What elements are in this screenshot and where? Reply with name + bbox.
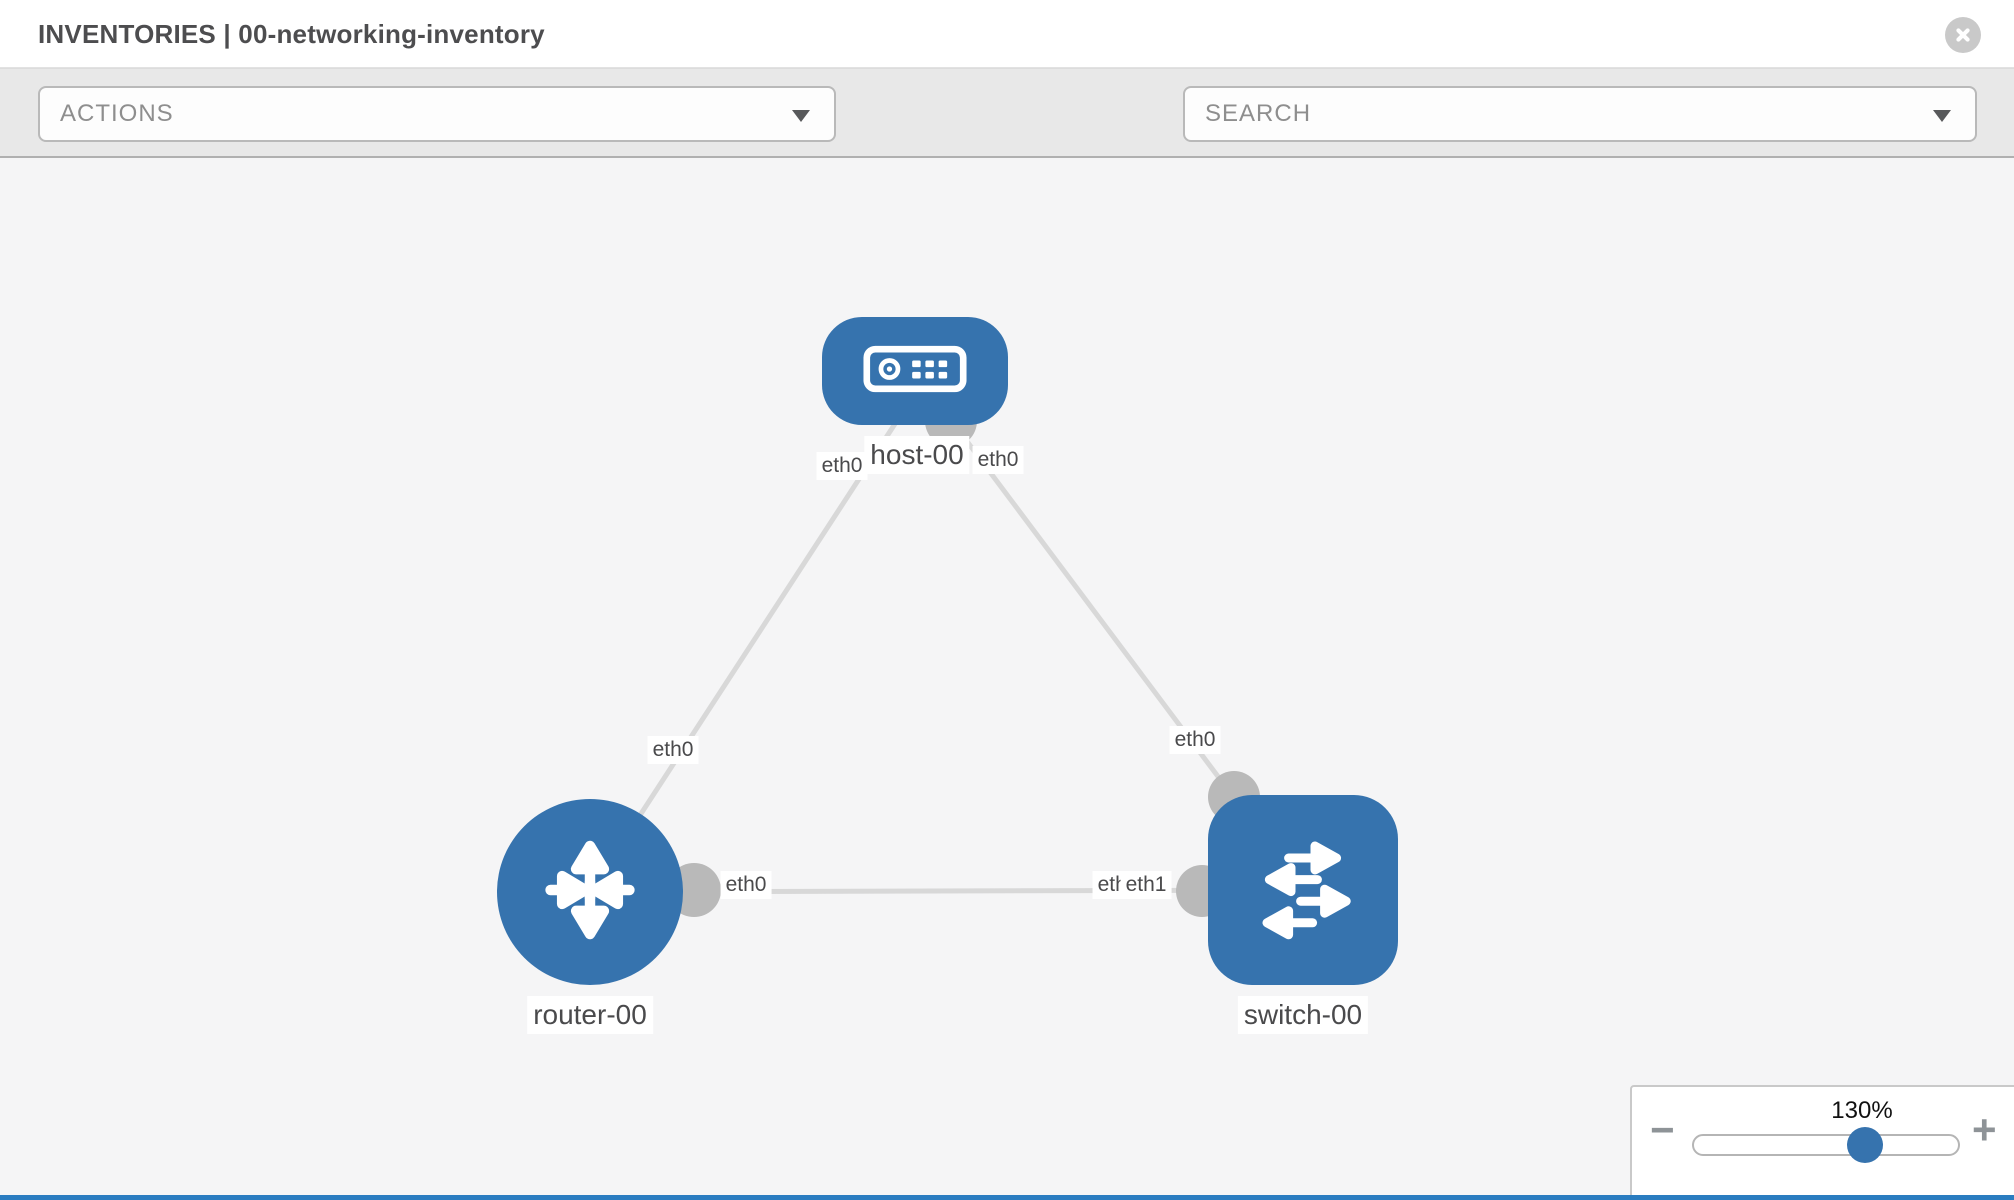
switch-icon — [1243, 828, 1363, 953]
node-label-router: router-00 — [527, 996, 653, 1034]
search-dropdown[interactable]: SEARCH — [1183, 86, 1977, 142]
host-icon — [863, 345, 967, 398]
node-router-00[interactable] — [497, 799, 683, 985]
actions-dropdown-label: ACTIONS — [60, 100, 174, 127]
actions-dropdown[interactable]: ACTIONS — [38, 86, 836, 142]
zoom-in-button[interactable]: + — [1972, 1106, 1997, 1153]
chevron-down-icon — [1933, 110, 1951, 122]
interface-label-router-to-host: eth0 — [647, 736, 699, 764]
node-label-switch: switch-00 — [1237, 996, 1369, 1034]
close-icon — [1956, 28, 1970, 42]
zoom-value: 130% — [1831, 1097, 1893, 1124]
interface-label-switch-to-router: eth1 — [1120, 871, 1172, 899]
header-bar: INVENTORIES | 00-networking-inventory — [0, 0, 2014, 68]
close-button[interactable] — [1945, 17, 1981, 53]
node-switch-00[interactable] — [1208, 795, 1398, 985]
interface-label-router-to-switch: eth0 — [720, 871, 772, 899]
interface-label-switch-to-host: eth0 — [1169, 726, 1221, 754]
zoom-out-button[interactable]: − — [1650, 1106, 1675, 1153]
node-label-host: host-00 — [864, 436, 970, 474]
footer-accent-bar — [0, 1195, 2014, 1200]
router-icon — [532, 832, 648, 953]
search-dropdown-label: SEARCH — [1205, 100, 1312, 127]
toolbar: ACTIONS SEARCH — [0, 68, 2014, 158]
chevron-down-icon — [792, 110, 810, 122]
zoom-slider-handle[interactable] — [1847, 1127, 1883, 1163]
interface-label-host-to-switch: eth0 — [972, 446, 1024, 474]
link-router-switch — [589, 887, 1304, 895]
zoom-slider-track[interactable] — [1692, 1134, 1960, 1156]
zoom-panel: 130% − + — [1630, 1085, 2014, 1200]
node-host-00[interactable] — [822, 317, 1008, 425]
interface-label-host-to-router: eth0 — [816, 452, 868, 480]
page-title: INVENTORIES | 00-networking-inventory — [38, 19, 545, 49]
